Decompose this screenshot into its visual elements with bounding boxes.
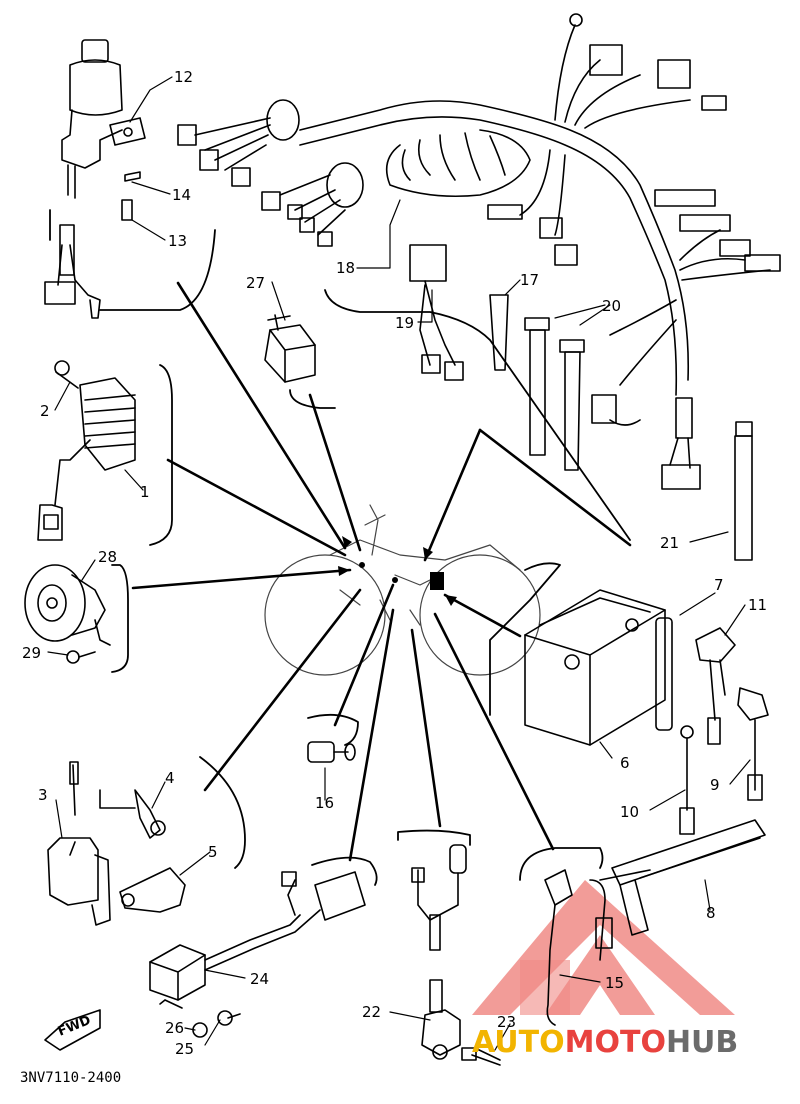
callout-14: 14 [172,186,191,204]
leader-arrowheads [338,536,457,606]
relay [264,314,316,383]
callout-8: 8 [706,904,716,922]
callout-3: 3 [38,786,48,804]
callout-labels: 12 14 13 27 18 19 17 20 21 2 1 28 29 7 1… [22,68,767,1058]
main-switch [44,39,146,319]
rectifier-regulator [37,360,136,541]
callout-9: 9 [710,776,720,794]
callout-4: 4 [165,769,175,787]
group-brackets [49,209,631,886]
callout-12: 12 [174,68,193,86]
callout-7: 7 [714,576,724,594]
ignition-coil [47,761,186,926]
callout-24: 24 [250,970,269,988]
callout-29: 29 [22,644,41,662]
watermark-part-auto: AUTO [472,1025,565,1060]
callout-22: 22 [362,1003,381,1021]
watermark-part-hub: HUB [666,1025,738,1060]
battery-band [611,819,766,936]
watermark-wordmark: AUTOMOTOHUB [472,1025,738,1060]
callout-1: 1 [140,483,150,501]
callout-15: 15 [605,974,624,992]
callout-5: 5 [208,843,218,861]
callout-2: 2 [40,402,50,420]
callout-18: 18 [336,259,355,277]
callout-11: 11 [748,596,767,614]
neutral-switch [307,741,356,763]
callout-20: 20 [602,297,621,315]
callout-23: 23 [497,1013,516,1031]
wire-harness [177,13,781,490]
watermark-logo [472,880,735,1015]
callout-19: 19 [395,314,414,332]
leader-lines [131,281,632,862]
callout-28: 28 [98,548,117,566]
cable-ties [489,294,753,561]
callout-25: 25 [175,1040,194,1058]
starter-relay-switch [411,844,501,1066]
callout-21: 21 [660,534,679,552]
motorcycle-outline [264,504,541,676]
horn [24,564,111,664]
callout-10: 10 [620,803,639,821]
callout-17: 17 [520,271,539,289]
diagram-code: 3NV7110-2400 [20,1070,122,1086]
watermark-part-moto: MOTO [565,1025,666,1060]
svg-text:AUTOMOTOHUB: AUTOMOTOHUB [472,1025,738,1060]
callout-16: 16 [315,794,334,812]
callout-27: 27 [246,274,265,292]
cdi-unit [149,871,366,1038]
callout-leaders [47,76,751,1051]
callout-6: 6 [620,754,630,772]
callout-26: 26 [165,1019,184,1037]
battery [524,589,769,835]
forward-arrow [44,1009,101,1051]
callout-13: 13 [168,232,187,250]
spark-plug-lead [544,869,651,1026]
